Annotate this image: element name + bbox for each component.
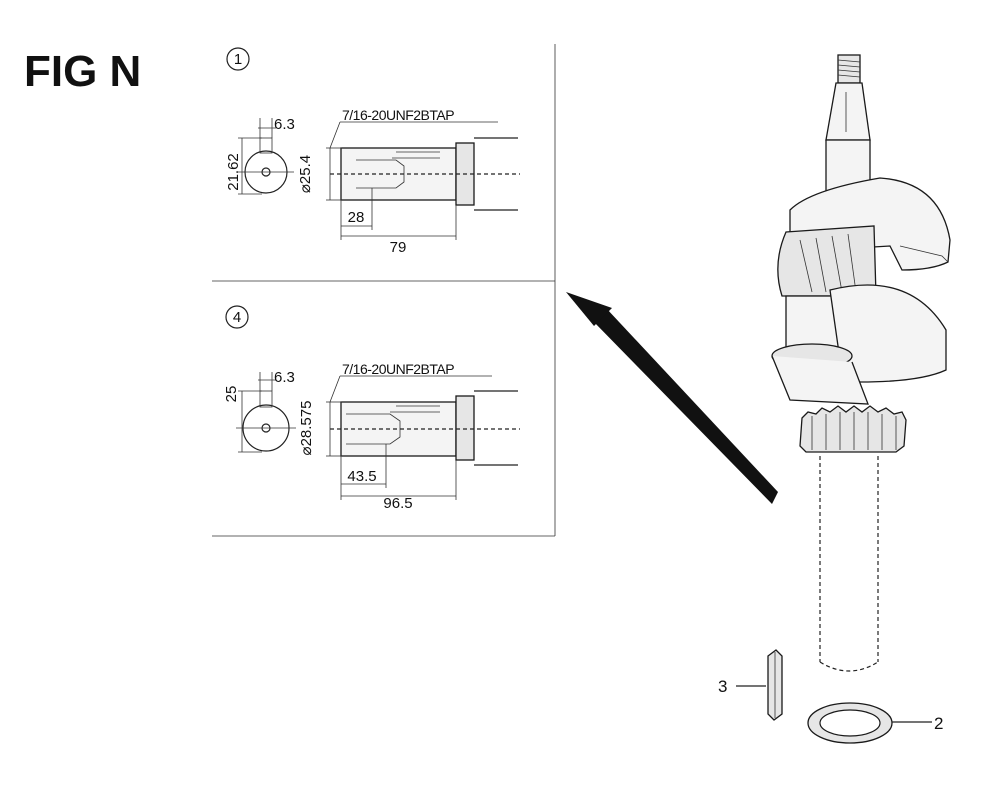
detail-4-key-width-dim: 6.3 bbox=[274, 369, 295, 386]
detail-4-number-badge: 4 bbox=[225, 305, 249, 329]
crankshaft-timing-gear bbox=[799, 405, 907, 453]
detail-1-side-view bbox=[326, 121, 520, 240]
detail-1-length-dim: 79 bbox=[390, 239, 407, 256]
detail-4-end-view bbox=[236, 372, 296, 453]
detail-4-height-dim: 25 bbox=[223, 386, 240, 403]
detail-4-number: 4 bbox=[233, 309, 241, 326]
pointer-arrow bbox=[566, 292, 778, 504]
detail-1-number: 1 bbox=[234, 51, 242, 68]
crankshaft-pto-shaft-outline bbox=[819, 456, 879, 672]
detail-panel-frame bbox=[212, 44, 556, 537]
detail-1-number-badge: 1 bbox=[226, 47, 250, 71]
washer-part bbox=[807, 702, 893, 744]
detail-4-length-dim: 96.5 bbox=[383, 495, 412, 512]
crankshaft-threaded-tip bbox=[837, 54, 861, 84]
detail-1-end-view bbox=[238, 118, 294, 195]
detail-1-thread-note: 7/16-20UNF2BTAP bbox=[342, 107, 454, 123]
crankshaft-illustration bbox=[771, 54, 951, 672]
key-part bbox=[767, 649, 783, 721]
figure-title: FIG N bbox=[24, 47, 141, 96]
detail-4-depth-dim: 43.5 bbox=[347, 468, 376, 485]
washer-callout: 2 bbox=[934, 714, 943, 733]
detail-4-diameter-dim: ⌀28.575 bbox=[298, 401, 315, 456]
key-callout: 3 bbox=[718, 677, 727, 696]
detail-1-key-width-dim: 6.3 bbox=[274, 116, 295, 133]
detail-4-thread-note: 7/16-20UNF2BTAP bbox=[342, 361, 454, 377]
detail-1-depth-dim: 28 bbox=[348, 209, 365, 226]
detail-1: 1 21.62 6.3 bbox=[225, 47, 520, 256]
detail-4: 4 25 6.3 bbox=[223, 305, 520, 512]
detail-4-side-view bbox=[326, 375, 520, 500]
detail-1-height-dim: 21.62 bbox=[225, 153, 242, 191]
detail-1-diameter-dim: ⌀25.4 bbox=[297, 155, 314, 193]
